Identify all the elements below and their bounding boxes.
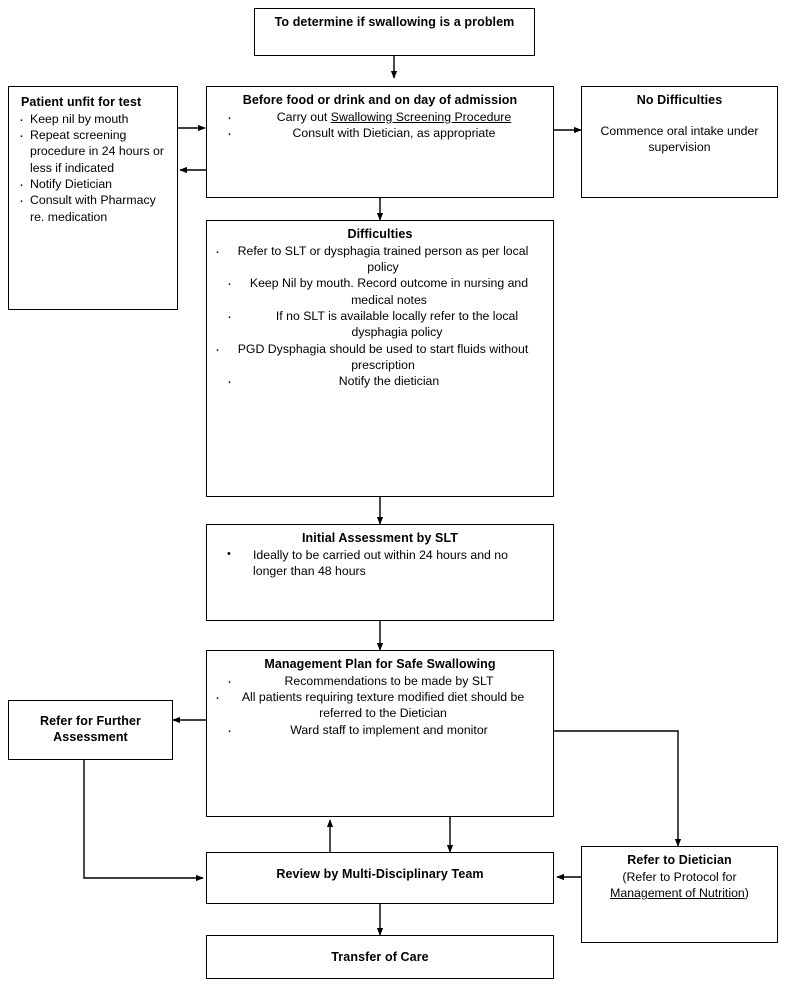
list-item: Ward staff to implement and monitor [215,722,545,738]
node-refer-dietician-line2: (Refer to Protocol for [622,869,737,884]
before-food-bullet1-prefix: Carry out [276,109,331,124]
management-plan-bullet-list: Recommendations to be made by SLT All pa… [215,673,545,738]
management-of-nutrition-link[interactable]: Management of Nutrition [610,885,745,900]
node-difficulties-title: Difficulties [347,227,413,241]
patient-unfit-bullet-list: Keep nil by mouth Repeat screening proce… [19,111,167,225]
node-transfer-of-care-title: Transfer of Care [331,950,429,964]
list-item: Notify Dietician [19,176,167,192]
node-initial-assessment-title: Initial Assessment by SLT [301,531,458,545]
node-start[interactable]: To determine if swallowing is a problem [254,8,535,56]
node-refer-dietician-line3-suffix: ) [744,885,749,900]
node-before-food-title: Before food or drink and on day of admis… [242,93,518,107]
node-no-difficulties-title: No Difficulties [636,93,723,107]
node-review-mdt-title: Review by Multi-Disciplinary Team [276,867,484,881]
node-refer-further-assessment[interactable]: Refer for Further Assessment [8,700,173,760]
node-no-difficulties-body: Commence oral intake under supervision [600,123,759,154]
node-management-plan[interactable]: Management Plan for Safe Swallowing Reco… [206,650,554,817]
list-item: Recommendations to be made by SLT [215,673,545,689]
list-item: All patients requiring texture modified … [215,689,545,722]
difficulties-bullet-list: Refer to SLT or dysphagia trained person… [215,243,545,390]
list-item: Consult with Dietician, as appropriate [215,125,545,141]
node-start-title: To determine if swallowing is a problem [274,15,515,29]
list-item: Carry out Swallowing Screening Procedure [215,109,545,125]
swallowing-screening-procedure-link[interactable]: Swallowing Screening Procedure [330,109,512,124]
node-no-difficulties[interactable]: No Difficulties Commence oral intake und… [581,86,778,198]
node-management-plan-title: Management Plan for Safe Swallowing [264,657,496,671]
list-item: Ideally to be carried out within 24 hour… [215,547,545,580]
node-patient-unfit[interactable]: Patient unfit for test Keep nil by mouth… [8,86,178,310]
list-item: If no SLT is available locally refer to … [215,308,545,341]
node-review-mdt[interactable]: Review by Multi-Disciplinary Team [206,852,554,904]
node-refer-dietician-title: Refer to Dietician [627,853,732,867]
list-item: Repeat screening procedure in 24 hours o… [19,127,167,176]
list-item: Consult with Pharmacy re. medication [19,192,167,225]
node-transfer-of-care[interactable]: Transfer of Care [206,935,554,979]
list-item: Refer to SLT or dysphagia trained person… [215,243,545,276]
list-item: Keep nil by mouth [19,111,167,127]
node-difficulties[interactable]: Difficulties Refer to SLT or dysphagia t… [206,220,554,497]
list-item: Notify the dietician [215,373,545,389]
node-refer-dietician-line3: Management of Nutrition) [590,885,769,901]
connector-refer-further-to-review-mdt [83,760,204,882]
node-refer-dietician[interactable]: Refer to Dietician (Refer to Protocol fo… [581,846,778,943]
before-food-bullet2: Consult with Dietician, as appropriate [215,125,545,141]
before-food-bullet-list: Carry out Swallowing Screening Procedure… [215,109,545,142]
node-before-food[interactable]: Before food or drink and on day of admis… [206,86,554,198]
list-item: Keep Nil by mouth. Record outcome in nur… [215,275,545,308]
node-initial-assessment[interactable]: Initial Assessment by SLT Ideally to be … [206,524,554,621]
list-item: PGD Dysphagia should be used to start fl… [215,341,545,374]
connector-management-plan-to-refer-dietician [554,730,682,847]
initial-assessment-bullet-list: Ideally to be carried out within 24 hour… [215,547,545,580]
node-patient-unfit-title: Patient unfit for test [21,95,142,109]
node-refer-further-assessment-title: Refer for Further Assessment [39,714,142,744]
